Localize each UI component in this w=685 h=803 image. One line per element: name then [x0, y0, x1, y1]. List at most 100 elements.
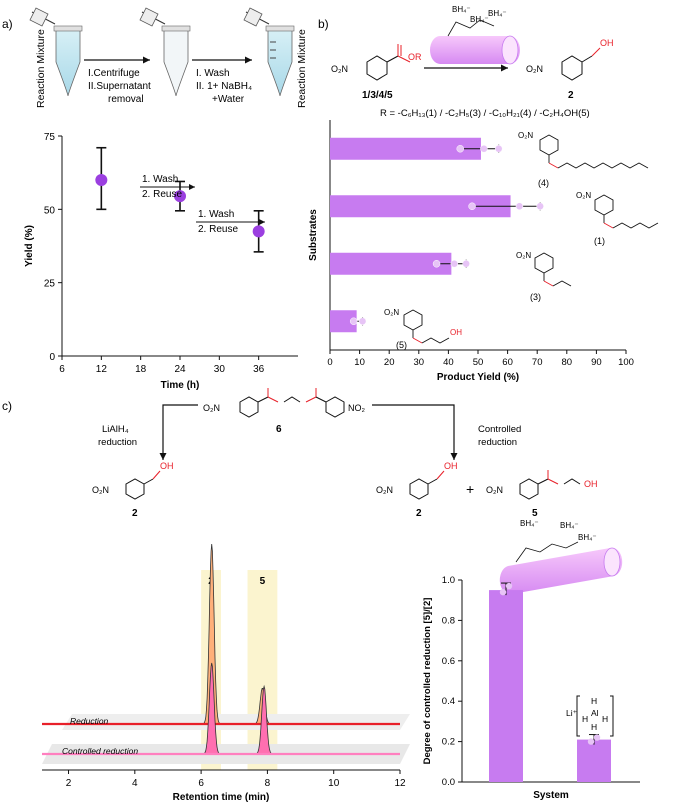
data-point-d — [499, 588, 507, 596]
compound-6-structure — [239, 388, 345, 418]
tube3-label: Reaction Mixture — [296, 29, 308, 108]
product-2b-id: 2 — [416, 508, 422, 519]
reactant-id: 1/3/4/5 — [362, 90, 393, 101]
svg-text:H: H — [582, 714, 588, 724]
oh-5: OH — [450, 328, 462, 337]
oh-2b: OH — [444, 461, 458, 471]
data-point-b — [450, 260, 459, 268]
x-tick-label-c: 6 — [198, 778, 204, 789]
o2n-5c: O₂N — [486, 485, 503, 495]
data-point-b — [494, 145, 503, 153]
structure-3 — [534, 252, 572, 287]
left-arrow-line2: reduction — [98, 437, 137, 448]
panel-a-label: a) — [2, 17, 13, 31]
structure-1 — [594, 194, 659, 229]
data-point-a — [252, 225, 265, 238]
plus-sign: + — [466, 481, 474, 497]
bar-d — [577, 739, 611, 782]
y-tick-label-d: 0.2 — [442, 737, 455, 748]
svg-text:H: H — [591, 696, 597, 706]
bar-d — [489, 590, 523, 782]
x-tick-label-c: 10 — [328, 778, 340, 789]
y-tick-label-a: 50 — [44, 205, 56, 216]
left-arrow-c — [159, 404, 198, 460]
product-id: 2 — [568, 90, 574, 101]
bh4-c1: BH₄⁻ — [520, 519, 539, 528]
x-tick-label-b: 80 — [562, 357, 573, 368]
x-tick-label-a: 18 — [135, 364, 147, 375]
svg-text:Al: Al — [591, 708, 599, 718]
y-tick-label-d: 0.8 — [442, 615, 455, 626]
o2n-1: O₂N — [576, 191, 591, 200]
bar-b — [330, 195, 511, 218]
step2-line2: II. 1+ NaBH₄ — [196, 81, 252, 92]
id-5: (5) — [396, 340, 407, 350]
svg-text:H: H — [591, 722, 597, 732]
y-tick-label-a: 25 — [44, 279, 56, 290]
trace-label-controlled: Controlled reduction — [62, 746, 138, 756]
data-point-d — [505, 582, 513, 590]
y-tick-label-d: 0.4 — [442, 696, 455, 707]
li-label: Li⁺ — [566, 708, 578, 718]
panel-c-label: c) — [2, 399, 12, 413]
product-2-id-c: 2 — [132, 508, 138, 519]
x-tick-label-b: 40 — [443, 357, 454, 368]
peak-label: 5 — [260, 576, 266, 587]
x-tick-label-a: 6 — [59, 364, 65, 375]
y-tick-label-d: 0.0 — [442, 777, 455, 788]
x-tick-label-b: 10 — [354, 357, 365, 368]
bh4-c3: BH₄⁻ — [578, 533, 597, 542]
o2n-5: O₂N — [384, 308, 399, 317]
no2-6: NO₂ — [348, 403, 366, 413]
bar-b — [330, 252, 452, 275]
step1-line2: II.Supernatant — [88, 81, 151, 92]
data-point-d — [587, 738, 595, 745]
data-point-a — [95, 174, 108, 186]
data-point-b — [432, 260, 441, 268]
o2n-6: O₂N — [203, 403, 220, 413]
x-tick-label-c: 8 — [265, 778, 271, 789]
oh-2c: OH — [160, 461, 174, 471]
x-tick-label-a: 36 — [253, 364, 265, 375]
ann2-line2: 2. Reuse — [198, 224, 238, 235]
x-tick-label-b: 60 — [502, 357, 513, 368]
data-point-b — [515, 202, 524, 210]
x-tick-label-c: 4 — [132, 778, 138, 789]
data-point-b — [480, 145, 488, 153]
data-point-d — [593, 734, 601, 741]
y-axis-label-a: Yield (%) — [24, 225, 35, 267]
product-2-structure-c — [125, 470, 161, 500]
structure-5 — [403, 309, 450, 344]
o2n-2c: O₂N — [92, 485, 109, 495]
data-point-b — [358, 317, 367, 325]
x-tick-label-a: 30 — [214, 364, 226, 375]
data-point-b — [349, 317, 358, 325]
x-axis-label-d: System — [533, 790, 569, 801]
product-5-structure-c — [519, 470, 581, 500]
step1-line3: removal — [108, 94, 144, 105]
x-tick-label-b: 0 — [327, 357, 332, 368]
id-3: (3) — [530, 292, 541, 302]
lialh4-structure: H Al H H H — [576, 695, 614, 737]
bh4-3: BH₄⁻ — [488, 9, 507, 18]
x-axis-label-c: Retention time (min) — [173, 792, 270, 803]
tube-reaction-mixture-2 — [243, 7, 295, 97]
bh4-1: BH₄⁻ — [452, 5, 471, 14]
trace-label-reduction: Reduction — [70, 716, 109, 726]
polymer-cylinder-icon-c — [499, 541, 623, 595]
y-tick-label-a: 75 — [44, 132, 56, 143]
tube-empty — [139, 7, 191, 97]
id-1: (1) — [594, 236, 605, 246]
oh-5c: OH — [584, 479, 598, 489]
data-point-b — [468, 202, 476, 210]
x-tick-label-b: 50 — [473, 357, 484, 368]
x-tick-label-b: 70 — [532, 357, 543, 368]
product-2b-structure-c — [409, 470, 445, 500]
y-tick-label-d: 1.0 — [442, 575, 455, 586]
x-tick-label-b: 100 — [618, 357, 634, 368]
id-4: (4) — [538, 178, 549, 188]
svg-text:H: H — [602, 714, 608, 724]
data-point-a — [174, 190, 186, 203]
